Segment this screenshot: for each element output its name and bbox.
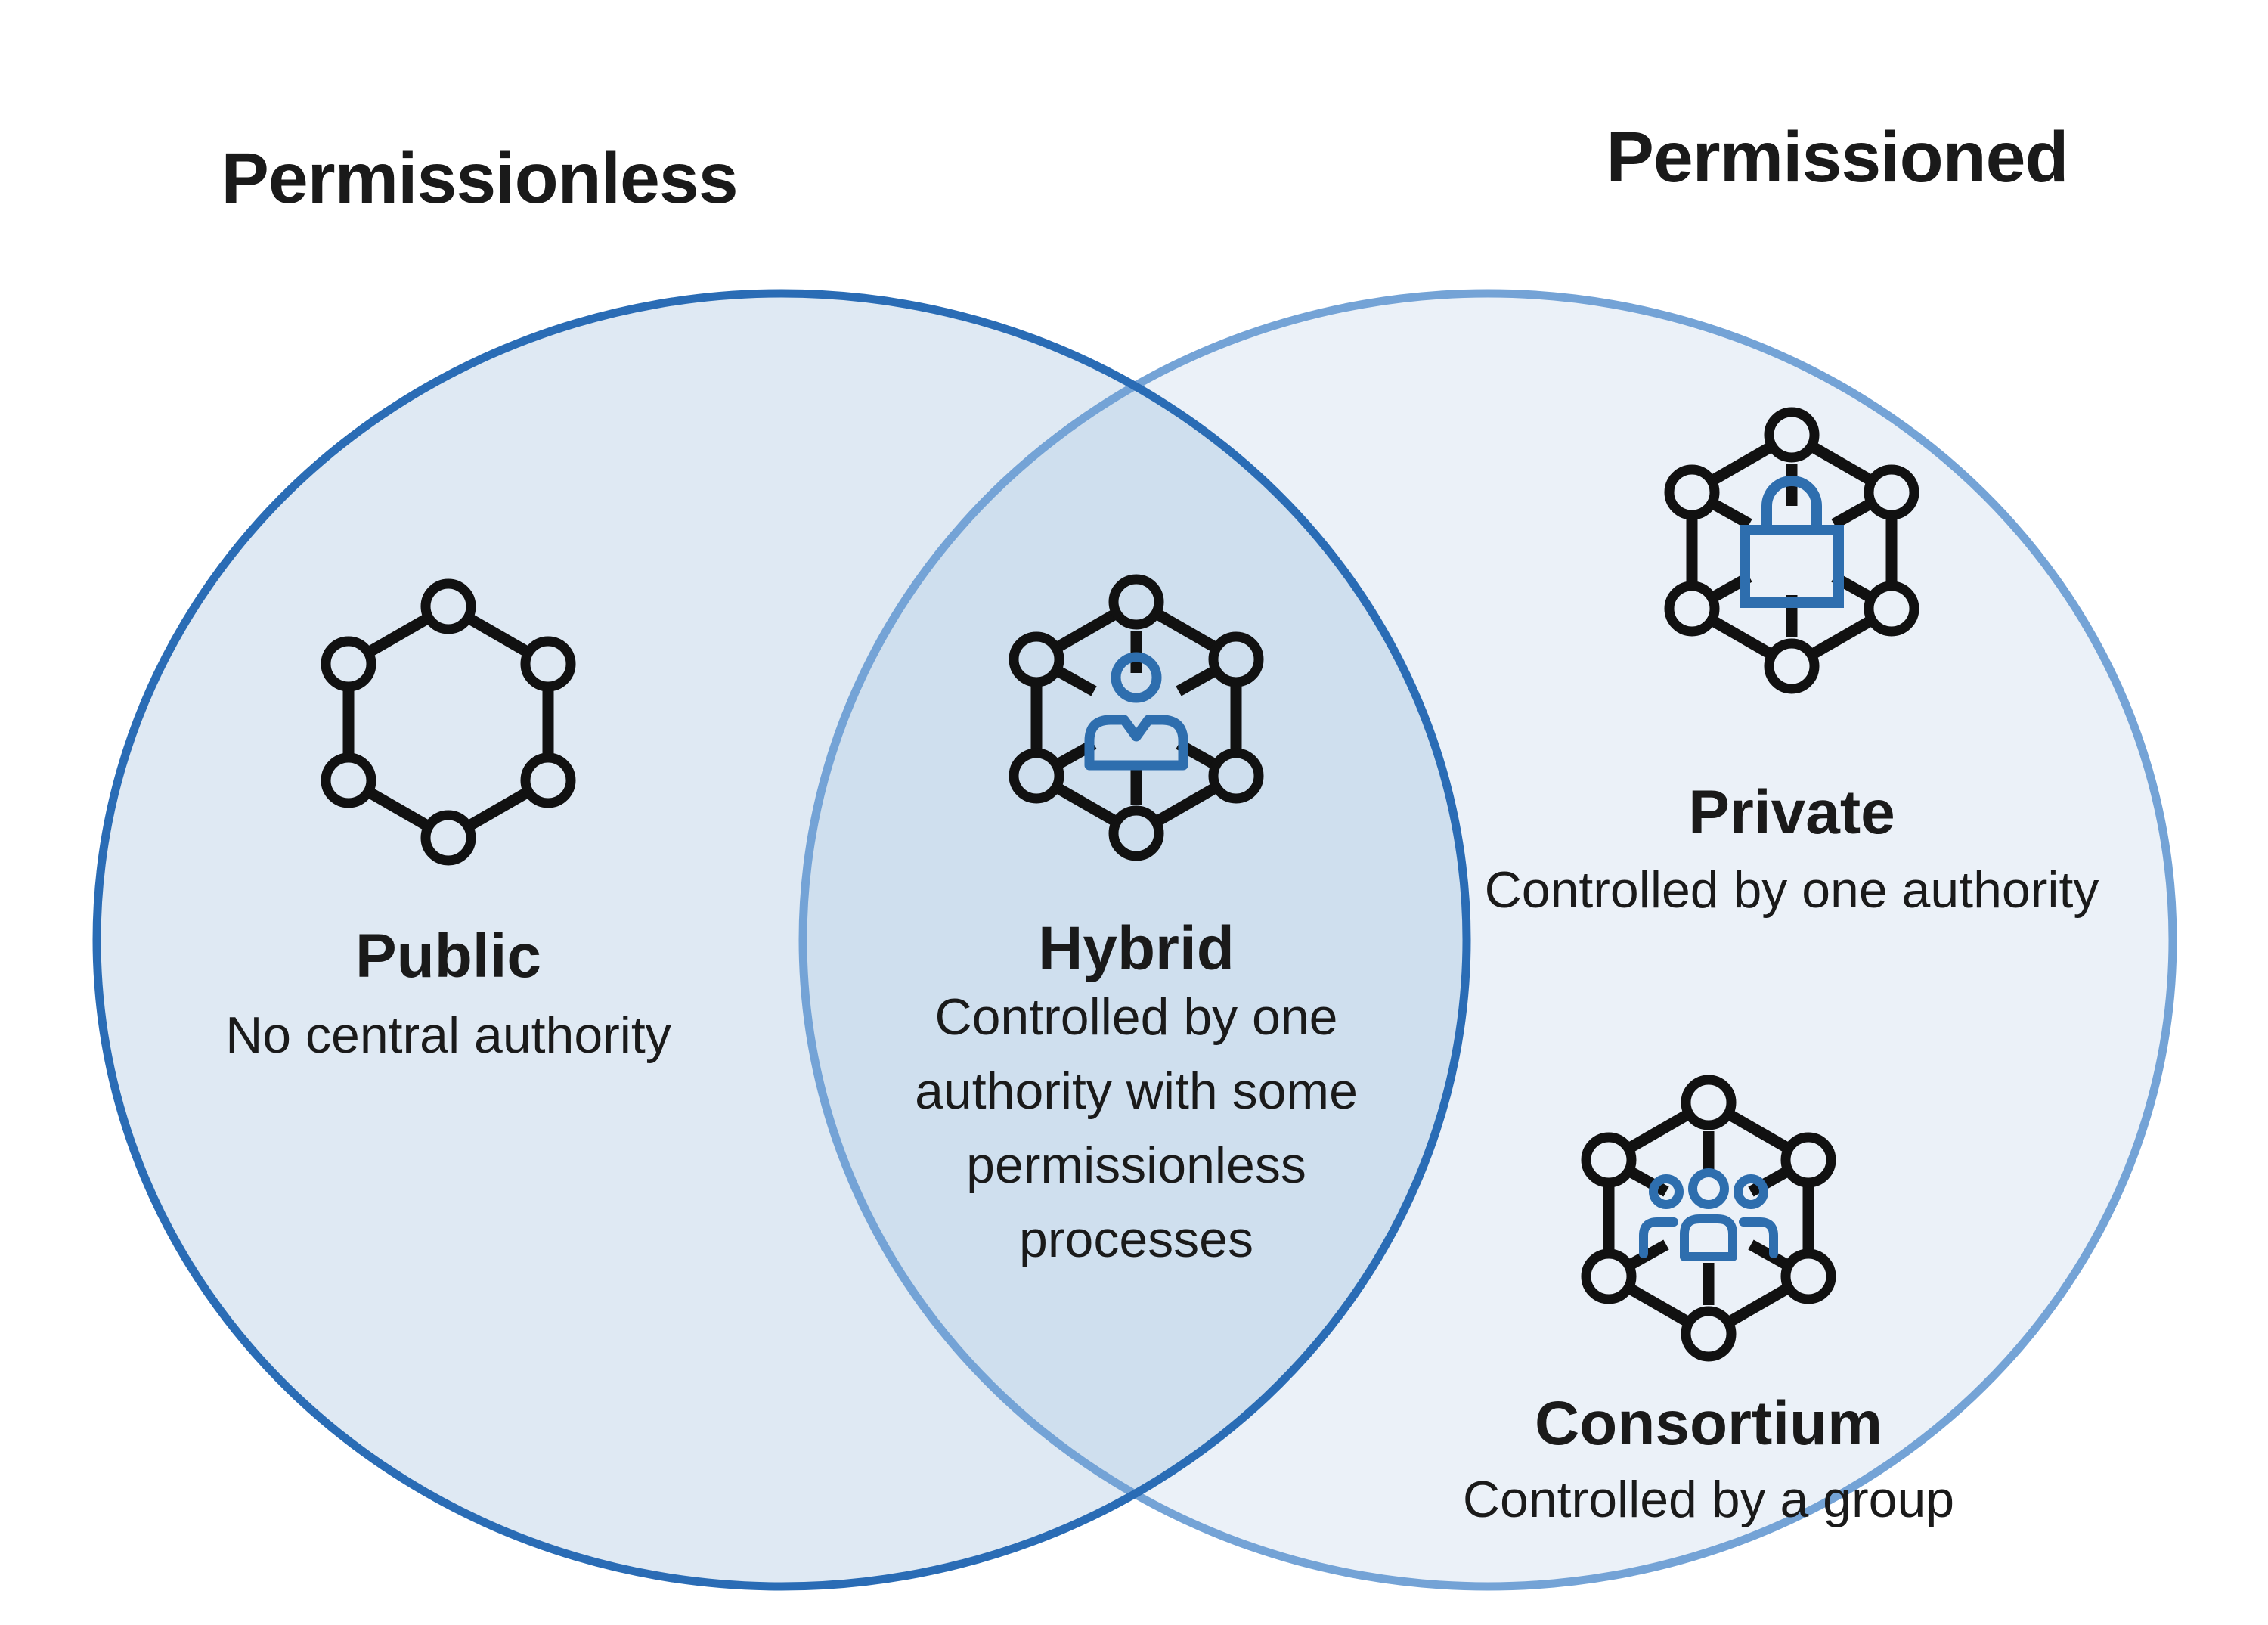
hybrid-description-line-3: permissionless <box>966 1137 1306 1194</box>
hybrid-description-line-4: processes <box>1019 1211 1253 1268</box>
hybrid-description-line-2: authority with some <box>915 1062 1358 1120</box>
consortium-description: Controlled by a group <box>1463 1471 1954 1528</box>
permissionless-title: Permissionless <box>221 138 737 219</box>
private-description: Controlled by one authority <box>1485 861 2099 919</box>
lock-glyph <box>1740 476 1844 608</box>
consortium-label: Consortium <box>1535 1389 1882 1458</box>
public-description: No central authority <box>225 1006 671 1064</box>
person-glyph <box>1084 652 1188 771</box>
network-person-icon <box>1014 579 1259 856</box>
permissioned-title: Permissioned <box>1606 117 2068 197</box>
hybrid-label: Hybrid <box>1038 914 1235 983</box>
network-group-icon <box>1586 1080 1831 1357</box>
hybrid-description-line-1: Controlled by one <box>934 988 1337 1046</box>
private-label: Private <box>1688 778 1895 847</box>
permissioned-circle-outline <box>798 289 2177 1591</box>
group-glyph <box>1639 1168 1778 1261</box>
permissionless-circle-outline <box>92 289 1471 1591</box>
network-lock-icon <box>1669 412 1914 689</box>
public-label: Public <box>355 922 541 991</box>
